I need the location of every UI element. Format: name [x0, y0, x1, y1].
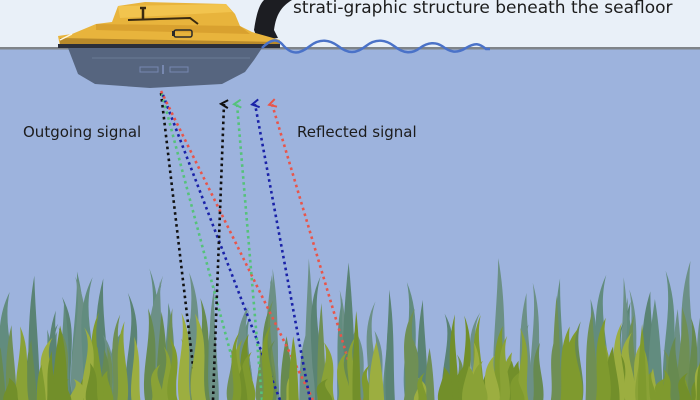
- seagrass-blade: [499, 335, 510, 400]
- seagrass-blade: [316, 378, 333, 400]
- seagrass-blade: [192, 336, 205, 400]
- seagrass-blade: [231, 331, 242, 400]
- reflected-signals: [211, 104, 362, 400]
- seagrass-blade: [416, 299, 428, 400]
- reflected-signal-green: [237, 104, 264, 400]
- seagrass-blade: [15, 326, 29, 400]
- surface-wave: [261, 39, 490, 54]
- seagrass-blade: [337, 351, 351, 400]
- seagrass-blade: [369, 341, 385, 400]
- seagrass-blade: [533, 342, 544, 400]
- seagrass-blade: [678, 372, 691, 400]
- seagrass-blade: [352, 310, 361, 400]
- seagrass-blade: [585, 310, 598, 400]
- seagrass-blade: [403, 308, 419, 400]
- seagrass-blade: [288, 336, 299, 400]
- seagrass-blade: [0, 347, 6, 400]
- seagrass-blade: [437, 366, 454, 400]
- seagrass-blade: [130, 336, 141, 400]
- seagrass-blade: [449, 314, 459, 400]
- seagrass-blade: [261, 324, 274, 400]
- outgoing-signal-green: [160, 93, 245, 400]
- water-surface-line: [0, 47, 700, 50]
- seagrass-blade: [552, 295, 562, 400]
- seagrass-blade: [677, 307, 692, 400]
- seagrass-blade: [417, 372, 427, 400]
- seagrass-blade: [667, 336, 681, 400]
- reflected-signal-label: Reflected signal: [297, 123, 417, 141]
- seagrass-blade: [595, 317, 611, 400]
- seagrass-blade: [61, 378, 72, 400]
- seagrass-blade: [638, 323, 647, 400]
- seagrass-blade: [117, 321, 129, 400]
- seagrass-blade: [177, 312, 191, 400]
- seagrass-blade: [167, 336, 178, 400]
- seagrass-front: [3, 310, 700, 400]
- reflected-signal-black: [211, 104, 224, 400]
- seagrass-blade: [472, 360, 488, 400]
- diagram-title: strati-graphic structure beneath the sea…: [293, 0, 673, 18]
- seagrass-blade: [209, 285, 218, 400]
- boat-body: [58, 2, 280, 46]
- seagrass-blade: [566, 328, 583, 400]
- seagrass-blade: [85, 362, 98, 400]
- seagrass-blade: [660, 369, 671, 400]
- seagrass-blade: [5, 325, 17, 400]
- seagrass-blade: [69, 378, 84, 400]
- seagrass-blade: [3, 377, 19, 400]
- outgoing-signal-label: Outgoing signal: [23, 123, 142, 141]
- survey-boat: [58, 0, 292, 88]
- seagrass-blade: [510, 372, 525, 400]
- seagrass-blade: [385, 289, 395, 400]
- seagrass-blade: [25, 339, 37, 400]
- seagrass-blade: [53, 325, 69, 400]
- seagrass-blade: [696, 361, 700, 400]
- seagrass-blade: [47, 350, 56, 400]
- seagrass-blade: [151, 364, 164, 400]
- seagrass-blade: [484, 355, 500, 400]
- reflected-signal-blue: [255, 104, 312, 400]
- outgoing-signals: [159, 90, 315, 400]
- outgoing-signal-blue: [161, 94, 282, 400]
- seagrass-blade: [36, 364, 46, 400]
- seagrass-blade: [517, 328, 529, 400]
- boat-handle: [254, 0, 292, 40]
- seagrass-blade: [425, 347, 435, 400]
